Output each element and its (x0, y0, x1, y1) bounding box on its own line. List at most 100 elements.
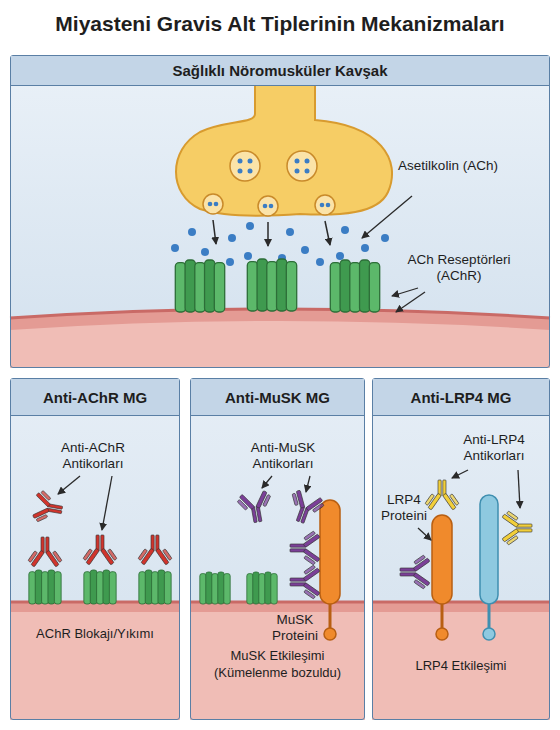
panel-box: Anti-MuSK MGMuSK Etkileşimi (Kümelenme b… (190, 378, 365, 720)
diagram-title: Miyasteni Gravis Alt Tiplerinin Mekanizm… (0, 12, 560, 36)
healthy-junction-art-part (258, 196, 278, 216)
healthy-junction-art-part (269, 204, 274, 209)
musk-panel-art-part (290, 565, 320, 599)
healthy-junction-art-part (263, 204, 268, 209)
musk-panel-art-part (247, 572, 277, 604)
lrp4-panel-art-part (372, 601, 550, 604)
healthy-junction-art-part (392, 288, 418, 296)
panel-heading: Anti-AChR MG (11, 379, 179, 416)
healthy-junction-art-part (10, 309, 550, 368)
healthy-junction-art-part-part (171, 244, 179, 252)
achr-panel-art-part (83, 535, 117, 565)
lrp4-panel-art-part (436, 628, 448, 640)
healthy-junction-art-part-part (228, 234, 236, 242)
healthy-junction-art-part (214, 202, 219, 207)
lrp4-panel-art-part (400, 555, 430, 589)
lrp4-panel-art-part (441, 604, 444, 628)
lrp4-panel-art-part (372, 602, 550, 720)
achr-panel-art-part (58, 476, 80, 494)
healthy-junction-art-part (238, 169, 243, 174)
healthy-junction-art-part-part (188, 228, 196, 236)
healthy-junction-art-part (330, 260, 379, 312)
healthy-junction-art-part (320, 203, 325, 208)
healthy-junction-art-part (247, 259, 296, 311)
callout-label: LRP4 Proteini (374, 492, 434, 524)
healthy-junction-art-part (362, 196, 412, 238)
panel-caption: LRP4 Etkileşimi (377, 657, 545, 674)
healthy-junction-art-part (208, 202, 213, 207)
healthy-junction-art-part-part (226, 258, 234, 266)
callout-label: ACh Reseptörleri (AChR) (398, 252, 520, 284)
healthy-junction-art-part (175, 260, 224, 312)
musk-panel-art-part (262, 476, 272, 488)
healthy-junction-art-part (267, 222, 269, 246)
musk-panel-art-part (190, 378, 365, 720)
healthy-junction-art-part (396, 292, 425, 312)
panel-caption: AChR Blokajı/Yıkımı (15, 625, 175, 642)
healthy-junction-art-part (248, 159, 253, 164)
panel-box: Anti-AChR MG AChR Blokajı/Yıkımı (10, 378, 180, 720)
callout-label: Anti-MuSK Antikorları (228, 440, 338, 472)
healthy-junction-art-part-part (201, 248, 209, 256)
lrp4-panel-art (372, 378, 550, 720)
healthy-junction-art-part-part (381, 234, 389, 242)
musk-panel-art-part (284, 488, 326, 528)
healthy-junction-art-part-part (336, 252, 344, 260)
musk-panel-art-part (290, 531, 320, 565)
achr-panel-art-part (32, 489, 65, 525)
lrp4-panel-art-part (518, 470, 520, 508)
lrp4-panel-art-part (372, 378, 550, 720)
healthy-junction-art-part (10, 55, 550, 368)
musk-panel-art-part (236, 490, 275, 525)
lrp4-panel-art-part (502, 511, 532, 545)
musk-panel-art-part (320, 500, 340, 604)
healthy-junction-art (10, 55, 550, 368)
lrp4-panel-art-part (483, 628, 495, 640)
healthy-junction-art-part-part (341, 226, 349, 234)
achr-panel-art-part (10, 378, 180, 720)
healthy-junction-art-part-part (316, 258, 324, 266)
achr-panel-art-part (102, 476, 112, 530)
callout-label: Asetilkolin (ACh) (398, 158, 498, 174)
healthy-junction-art-part (248, 169, 253, 174)
healthy-junction-art-part (326, 203, 331, 208)
panel-heading: Anti-LRP4 MG (373, 379, 549, 416)
healthy-junction-art-part (230, 151, 260, 181)
achr-panel-art-part (29, 570, 61, 604)
lrp4-panel-art-part (452, 470, 468, 478)
healthy-junction-art-part-part (361, 244, 369, 252)
healthy-junction-art-part (305, 169, 310, 174)
healthy-junction-art-part-part (286, 228, 294, 236)
musk-panel-art-part (306, 476, 310, 492)
healthy-junction-art-part (295, 169, 300, 174)
healthy-junction-art-part (10, 309, 550, 330)
healthy-junction-art-part (176, 85, 392, 216)
lrp4-panel-art-part (418, 528, 431, 540)
lrp4-panel-art-part (480, 495, 498, 604)
musk-panel-art-part (329, 604, 332, 628)
musk-panel-art-part (200, 572, 230, 604)
achr-panel-art-part (139, 570, 171, 604)
musk-panel-art (190, 378, 365, 720)
callout-label: MuSK Proteini (264, 612, 326, 644)
lrp4-panel-art-part (372, 602, 550, 612)
healthy-junction-art-part (203, 194, 223, 214)
callout-label: Anti-AChR Antikorları (38, 440, 148, 472)
panel-heading: Anti-MuSK MG (191, 379, 364, 416)
panel-box: Sağlıklı Nöromusküler Kavşak (10, 55, 550, 368)
achr-panel-art (10, 378, 180, 720)
callout-label: Anti-LRP4 Antikorları (440, 432, 548, 464)
healthy-junction-art-part-part (244, 252, 252, 260)
panel-box: Anti-LRP4 MG LRP4 Etkileşimi (372, 378, 550, 720)
healthy-junction-art-part (315, 195, 335, 215)
healthy-junction-art-part (305, 159, 310, 164)
healthy-junction-art-part (295, 159, 300, 164)
achr-panel-art-part (138, 535, 172, 565)
achr-panel-art-part (10, 602, 180, 720)
healthy-junction-art-part-part (246, 222, 254, 230)
achr-panel-art-part (28, 537, 62, 567)
healthy-junction-art-part (287, 151, 317, 181)
musk-panel-art-part (324, 628, 336, 640)
lrp4-panel-art-part (488, 604, 491, 628)
